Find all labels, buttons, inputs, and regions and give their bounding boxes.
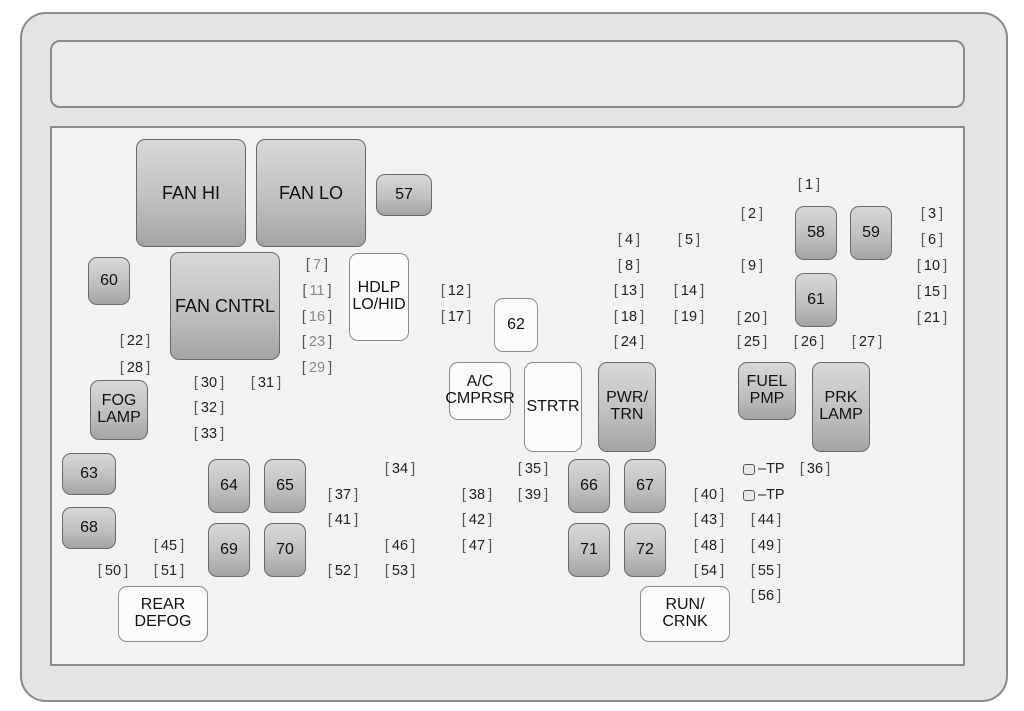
fuse-46: 46 bbox=[377, 538, 423, 554]
fuse-27: 27 bbox=[844, 334, 890, 350]
fuse-44: 44 bbox=[743, 512, 789, 528]
fuse-15: 15 bbox=[909, 284, 955, 300]
relay-61: 61 bbox=[795, 273, 837, 327]
fuse-24: 24 bbox=[606, 334, 652, 350]
fuse-22: 22 bbox=[112, 333, 158, 349]
fuse-7: 7 bbox=[294, 257, 340, 273]
fuse-30: 30 bbox=[186, 375, 232, 391]
fuse-55: 55 bbox=[743, 563, 789, 579]
fuse-45: 45 bbox=[146, 538, 192, 554]
fuse-19: 19 bbox=[666, 309, 712, 325]
fuse-5: 5 bbox=[666, 232, 712, 248]
fuse-32: 32 bbox=[186, 400, 232, 416]
fuse-9: 9 bbox=[729, 258, 775, 274]
fan-cntrl-relay: FAN CNTRL bbox=[170, 252, 280, 360]
run-crnk-relay: RUN/ CRNK bbox=[640, 586, 730, 642]
module-62: 62 bbox=[494, 298, 538, 352]
fuse-28: 28 bbox=[112, 360, 158, 376]
test-point-icon bbox=[743, 489, 755, 501]
relay-65: 65 bbox=[264, 459, 306, 513]
fuse-50: 50 bbox=[90, 563, 136, 579]
ac-cmprsr-relay: A/C CMPRSR bbox=[445, 362, 515, 420]
fuse-51: 51 bbox=[146, 563, 192, 579]
fuse-23: 23 bbox=[294, 334, 340, 350]
fuse-47: 47 bbox=[454, 538, 500, 554]
relay-68: 68 bbox=[62, 507, 116, 549]
fuse-31: 31 bbox=[243, 375, 289, 391]
fuse-14: 14 bbox=[666, 283, 712, 299]
fuse-48: 48 bbox=[686, 538, 732, 554]
fuse-34: 34 bbox=[377, 461, 423, 477]
fan-lo-relay: FAN LO bbox=[256, 139, 366, 247]
test-point-2: –TP bbox=[743, 487, 785, 503]
fuse-13: 13 bbox=[606, 283, 652, 299]
relay-64: 64 bbox=[208, 459, 250, 513]
fuse-1: 1 bbox=[786, 177, 832, 193]
fuse-36: 36 bbox=[792, 461, 838, 477]
fuse-52: 52 bbox=[320, 563, 366, 579]
fuse-16: 16 bbox=[294, 309, 340, 325]
relay-58: 58 bbox=[795, 206, 837, 260]
fuse-49: 49 bbox=[743, 538, 789, 554]
fuse-8: 8 bbox=[606, 258, 652, 274]
fuse-12: 12 bbox=[433, 283, 479, 299]
fuse-20: 20 bbox=[729, 310, 775, 326]
relay-69: 69 bbox=[208, 523, 250, 577]
test-point-label: –TP bbox=[758, 487, 785, 503]
fuse-box-cover-strip bbox=[50, 40, 965, 108]
fog-lamp-relay: FOG LAMP bbox=[90, 380, 148, 440]
rear-defog-relay: REAR DEFOG bbox=[118, 586, 208, 642]
fuse-3: 3 bbox=[909, 206, 955, 222]
fuse-43: 43 bbox=[686, 512, 732, 528]
fuse-53: 53 bbox=[377, 563, 423, 579]
fuse-56: 56 bbox=[743, 588, 789, 604]
relay-67: 67 bbox=[624, 459, 666, 513]
fuse-18: 18 bbox=[606, 309, 652, 325]
fuse-2: 2 bbox=[729, 206, 775, 222]
fuse-33: 33 bbox=[186, 426, 232, 442]
relay-71: 71 bbox=[568, 523, 610, 577]
fuse-41: 41 bbox=[320, 512, 366, 528]
fuse-54: 54 bbox=[686, 563, 732, 579]
relay-60: 60 bbox=[88, 257, 130, 305]
relay-59: 59 bbox=[850, 206, 892, 260]
fuse-4: 4 bbox=[606, 232, 652, 248]
relay-72: 72 bbox=[624, 523, 666, 577]
fuse-21: 21 bbox=[909, 310, 955, 326]
relay-66: 66 bbox=[568, 459, 610, 513]
fuel-pmp-relay: FUEL PMP bbox=[738, 362, 796, 420]
relay-57: 57 bbox=[376, 174, 432, 216]
relay-70: 70 bbox=[264, 523, 306, 577]
pwr-trn-relay: PWR/ TRN bbox=[598, 362, 656, 452]
fuse-29: 29 bbox=[294, 360, 340, 376]
fuse-17: 17 bbox=[433, 309, 479, 325]
fuse-37: 37 bbox=[320, 487, 366, 503]
fuse-11: 11 bbox=[294, 283, 340, 299]
fuse-39: 39 bbox=[510, 487, 556, 503]
test-point-label: –TP bbox=[758, 461, 785, 477]
fuse-10: 10 bbox=[909, 258, 955, 274]
relay-63: 63 bbox=[62, 453, 116, 495]
strtr-relay: STRTR bbox=[524, 362, 582, 452]
fuse-40: 40 bbox=[686, 487, 732, 503]
fuse-26: 26 bbox=[786, 334, 832, 350]
fuse-38: 38 bbox=[454, 487, 500, 503]
fuse-25: 25 bbox=[729, 334, 775, 350]
test-point-icon bbox=[743, 463, 755, 475]
test-point-1: –TP bbox=[743, 461, 785, 477]
prk-lamp-relay: PRK LAMP bbox=[812, 362, 870, 452]
fuse-35: 35 bbox=[510, 461, 556, 477]
fuse-6: 6 bbox=[909, 232, 955, 248]
hdlp-lo-hid-module: HDLP LO/HID bbox=[349, 253, 409, 341]
fuse-42: 42 bbox=[454, 512, 500, 528]
fan-hi-relay: FAN HI bbox=[136, 139, 246, 247]
